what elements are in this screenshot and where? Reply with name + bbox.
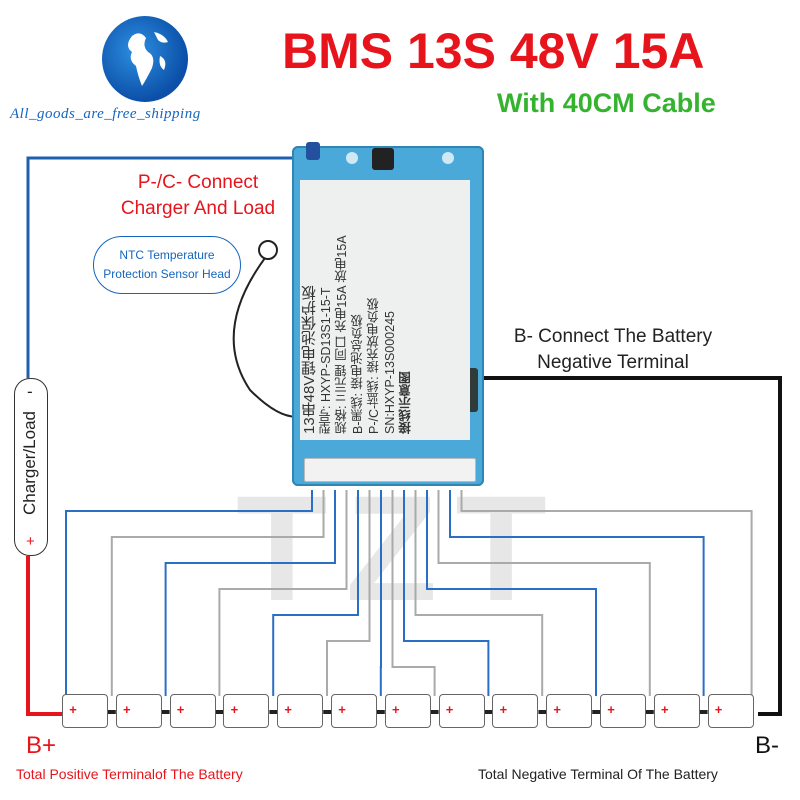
pc-connect-line2: Charger And Load (120, 198, 276, 219)
page-title: BMS 13S 48V 15A (282, 23, 705, 79)
balance-wire (449, 490, 705, 696)
b-minus-note: B- Connect The Battery Negative Terminal (478, 324, 748, 376)
battery-cell (115, 694, 162, 728)
board-label-line: B-黑线: 接电池总负极 (351, 314, 365, 434)
balance-wire (110, 490, 325, 696)
cell-plus-sign: + (69, 702, 77, 717)
balance-wire (391, 490, 436, 696)
wire-terminal-icon (306, 142, 320, 160)
ntc-line2: Protection Sensor Head (103, 267, 231, 281)
cell-plus-sign: + (392, 702, 400, 717)
load-wire (26, 156, 306, 378)
positive-wire (26, 556, 62, 716)
board-label-line: 接线示意图 (399, 371, 413, 435)
board-label-line: P-/C-蓝线: 接充放电负极 (367, 297, 381, 434)
switch-button-icon (372, 148, 394, 170)
balance-wire (437, 490, 651, 696)
battery-cell (277, 694, 324, 728)
balance-wire (403, 490, 490, 696)
battery-cell (546, 694, 593, 728)
ntc-note: NTC Temperature Protection Sensor Head (93, 236, 241, 294)
charger-plus-sign: + (26, 533, 35, 550)
board-label-line: 规格: 三元锂 同口 充电15A 放电15A (335, 235, 349, 434)
battery-cell (653, 694, 700, 728)
board-label-line: SN:HXYP-13S000245 (383, 311, 397, 434)
ntc-sensor-head-icon (258, 240, 278, 260)
balance-wire (326, 490, 371, 696)
b-plus-label: B+ (26, 732, 57, 759)
balance-connector-icon (304, 458, 476, 482)
balance-wire (65, 490, 313, 696)
cell-plus-sign: + (445, 702, 454, 717)
b-minus-label: B- (755, 732, 779, 759)
page-subtitle: With 40CM Cable (497, 88, 716, 118)
battery-cell (169, 694, 216, 728)
cell-plus-sign: + (607, 702, 615, 717)
balance-wire (426, 490, 597, 696)
cell-plus-sign: + (176, 702, 185, 717)
battery-cell (223, 694, 270, 728)
watermark: TZT (236, 464, 565, 632)
b-minus-note-line1: B- Connect The Battery (513, 326, 713, 347)
cell-plus-sign: + (661, 702, 669, 717)
total-negative-label: Total Negative Terminal Of The Battery (478, 766, 718, 782)
mount-hole-icon (346, 152, 358, 164)
balance-wire (218, 490, 348, 696)
battery-cell (600, 694, 646, 728)
pc-connect-note: P-/C- Connect Charger And Load (98, 170, 298, 222)
cell-plus-sign: + (714, 702, 723, 717)
cell-plus-sign: + (284, 702, 292, 717)
pc-connect-line1: P-/C- Connect (137, 172, 259, 193)
balance-wire (460, 490, 753, 696)
board-label-line: 13串48V锂电池保护板 (301, 285, 318, 434)
board-label-line: 型号: HXYP-SD13S1-15-T (319, 287, 333, 434)
cell-plus-sign: + (123, 702, 131, 717)
balance-wire (414, 490, 544, 696)
balance-wire (164, 490, 336, 696)
b-minus-note-line2: Negative Terminal (537, 352, 689, 373)
ntc-line1: NTC Temperature (119, 248, 215, 262)
negative-wire (478, 376, 782, 716)
charger-minus-sign: - (27, 382, 33, 401)
cell-plus-sign: + (499, 702, 508, 717)
balance-wires (65, 490, 753, 696)
charger-load-text: Charger/Load (20, 411, 39, 515)
globe-logo-icon (102, 16, 188, 102)
cell-plus-sign: + (338, 702, 346, 717)
battery-cell (62, 694, 108, 728)
board-label-sticker (300, 180, 470, 440)
cell-plus-sign: + (553, 702, 561, 717)
battery-cell (384, 694, 431, 728)
battery-cell (707, 694, 754, 728)
shop-slogan: All_goods_are_free_shipping (10, 106, 201, 122)
balance-wire (272, 490, 359, 696)
charger-load-label: - Charger/Load + (14, 378, 48, 556)
cell-plus-sign: + (230, 702, 239, 717)
board-label-text: 13串48V锂电池保护板 型号: HXYP-SD13S1-15-T 规格: 三元… (301, 184, 464, 435)
battery-cell (438, 694, 485, 728)
total-positive-label: Total Positive Terminalof The Battery (16, 766, 243, 782)
mount-hole-icon (442, 152, 454, 164)
battery-cell (492, 694, 539, 728)
battery-cell (331, 694, 377, 728)
